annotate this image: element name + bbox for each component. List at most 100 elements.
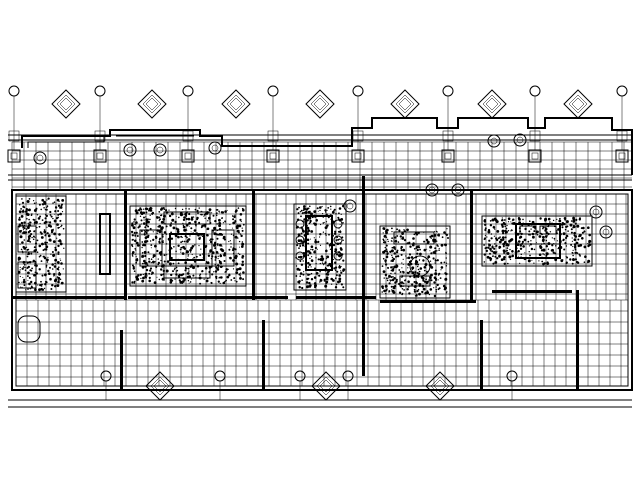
rug-dot — [30, 280, 33, 284]
rug-dot — [181, 280, 185, 283]
rug-dot — [511, 229, 513, 232]
rug-dot — [142, 273, 144, 276]
diamond-core — [313, 97, 327, 111]
diamond-inner — [142, 94, 162, 114]
rug-dot — [135, 261, 138, 264]
rug-dot — [218, 232, 222, 236]
rug-dot — [329, 246, 331, 248]
rug-dot — [156, 216, 159, 219]
rug-dot — [298, 247, 300, 250]
rug-dot — [210, 238, 212, 241]
rug-dot — [175, 250, 177, 253]
rug-dot — [519, 247, 523, 250]
rug-dot — [581, 231, 584, 234]
rug-dot — [501, 217, 503, 219]
rug-dot — [493, 235, 495, 237]
rug-dot — [311, 248, 314, 251]
rug-dot — [198, 221, 201, 224]
rug-dot — [578, 235, 581, 238]
rug-dot — [340, 270, 342, 272]
rug-dot — [24, 266, 26, 269]
rug-dot — [168, 262, 172, 266]
rug-dot — [504, 225, 507, 228]
rug-dot — [572, 225, 576, 229]
rug-dot — [403, 289, 405, 291]
rug-dot — [298, 282, 301, 284]
rug-dot — [49, 278, 52, 281]
rug-dot — [308, 251, 312, 255]
rug-dot — [144, 232, 146, 234]
rug-dot — [133, 218, 136, 221]
rug-dot — [305, 208, 308, 211]
rug-dot — [506, 252, 510, 255]
rug-dot — [519, 240, 521, 242]
rug-dot — [219, 248, 221, 250]
rug-dot — [299, 260, 302, 263]
rug-dot — [496, 257, 499, 260]
rug-dot — [429, 250, 431, 252]
rug-dot — [204, 217, 206, 219]
rug-dot — [385, 236, 388, 238]
rug-dot — [542, 227, 544, 230]
rug-dot — [160, 214, 163, 217]
rug-dot — [28, 230, 32, 233]
rug-dot — [494, 261, 498, 264]
diamond-tag — [477, 89, 507, 119]
rug-dot — [311, 256, 313, 258]
rug-dot — [42, 255, 45, 258]
axis-bubble — [94, 85, 106, 97]
rug-dot — [397, 241, 400, 243]
rug-dot — [413, 233, 416, 236]
rug-dot — [504, 229, 507, 232]
rug-dot — [384, 284, 388, 288]
rug-dot — [588, 245, 590, 247]
rug-dot — [339, 230, 342, 234]
rug-dot — [189, 281, 192, 283]
rug-dot — [319, 244, 322, 246]
rug-dot — [217, 244, 219, 247]
rug-dot — [383, 235, 386, 238]
rug-dot — [385, 255, 389, 259]
rug-dot — [530, 228, 532, 230]
rug-dot — [417, 288, 420, 291]
lower-axis-bubble — [506, 370, 518, 382]
rug-dot — [310, 238, 311, 240]
rug-dot — [309, 219, 312, 223]
rug-dot — [415, 295, 418, 297]
rug-dot — [310, 272, 313, 275]
rug-dot — [383, 277, 385, 279]
rug-dot — [434, 259, 437, 262]
rug-dot — [187, 217, 191, 221]
rug-dot — [41, 219, 44, 222]
rug-dot — [324, 263, 326, 265]
rug-dot — [19, 235, 23, 239]
column-inner — [618, 152, 626, 160]
rug-dot — [556, 240, 559, 242]
rug-dot — [163, 260, 166, 263]
rug-dot — [53, 275, 55, 277]
rug-dot — [485, 246, 488, 249]
planter — [599, 225, 613, 239]
rug-dot — [588, 241, 591, 244]
rug-dot — [216, 243, 219, 246]
rug-dot — [214, 259, 217, 261]
rug-dot — [487, 246, 490, 249]
rug-dot — [185, 208, 187, 210]
rug-dot — [48, 272, 51, 276]
rug-patterns — [17, 197, 592, 298]
rug-dot — [27, 279, 29, 281]
rug-dot — [305, 281, 309, 284]
rug-dot — [49, 225, 53, 228]
rug-dot — [134, 234, 137, 237]
planter-center — [36, 154, 44, 162]
planter-center — [490, 137, 498, 145]
rug-dot — [486, 236, 488, 238]
rug-dot — [206, 227, 210, 231]
rug-dot — [43, 200, 46, 204]
rug-dot — [50, 288, 53, 290]
rug-dot — [446, 291, 448, 293]
rug-dot — [437, 233, 440, 237]
rug-dot — [235, 280, 238, 283]
diamond-outer — [477, 89, 507, 119]
rug-dot — [524, 227, 527, 231]
